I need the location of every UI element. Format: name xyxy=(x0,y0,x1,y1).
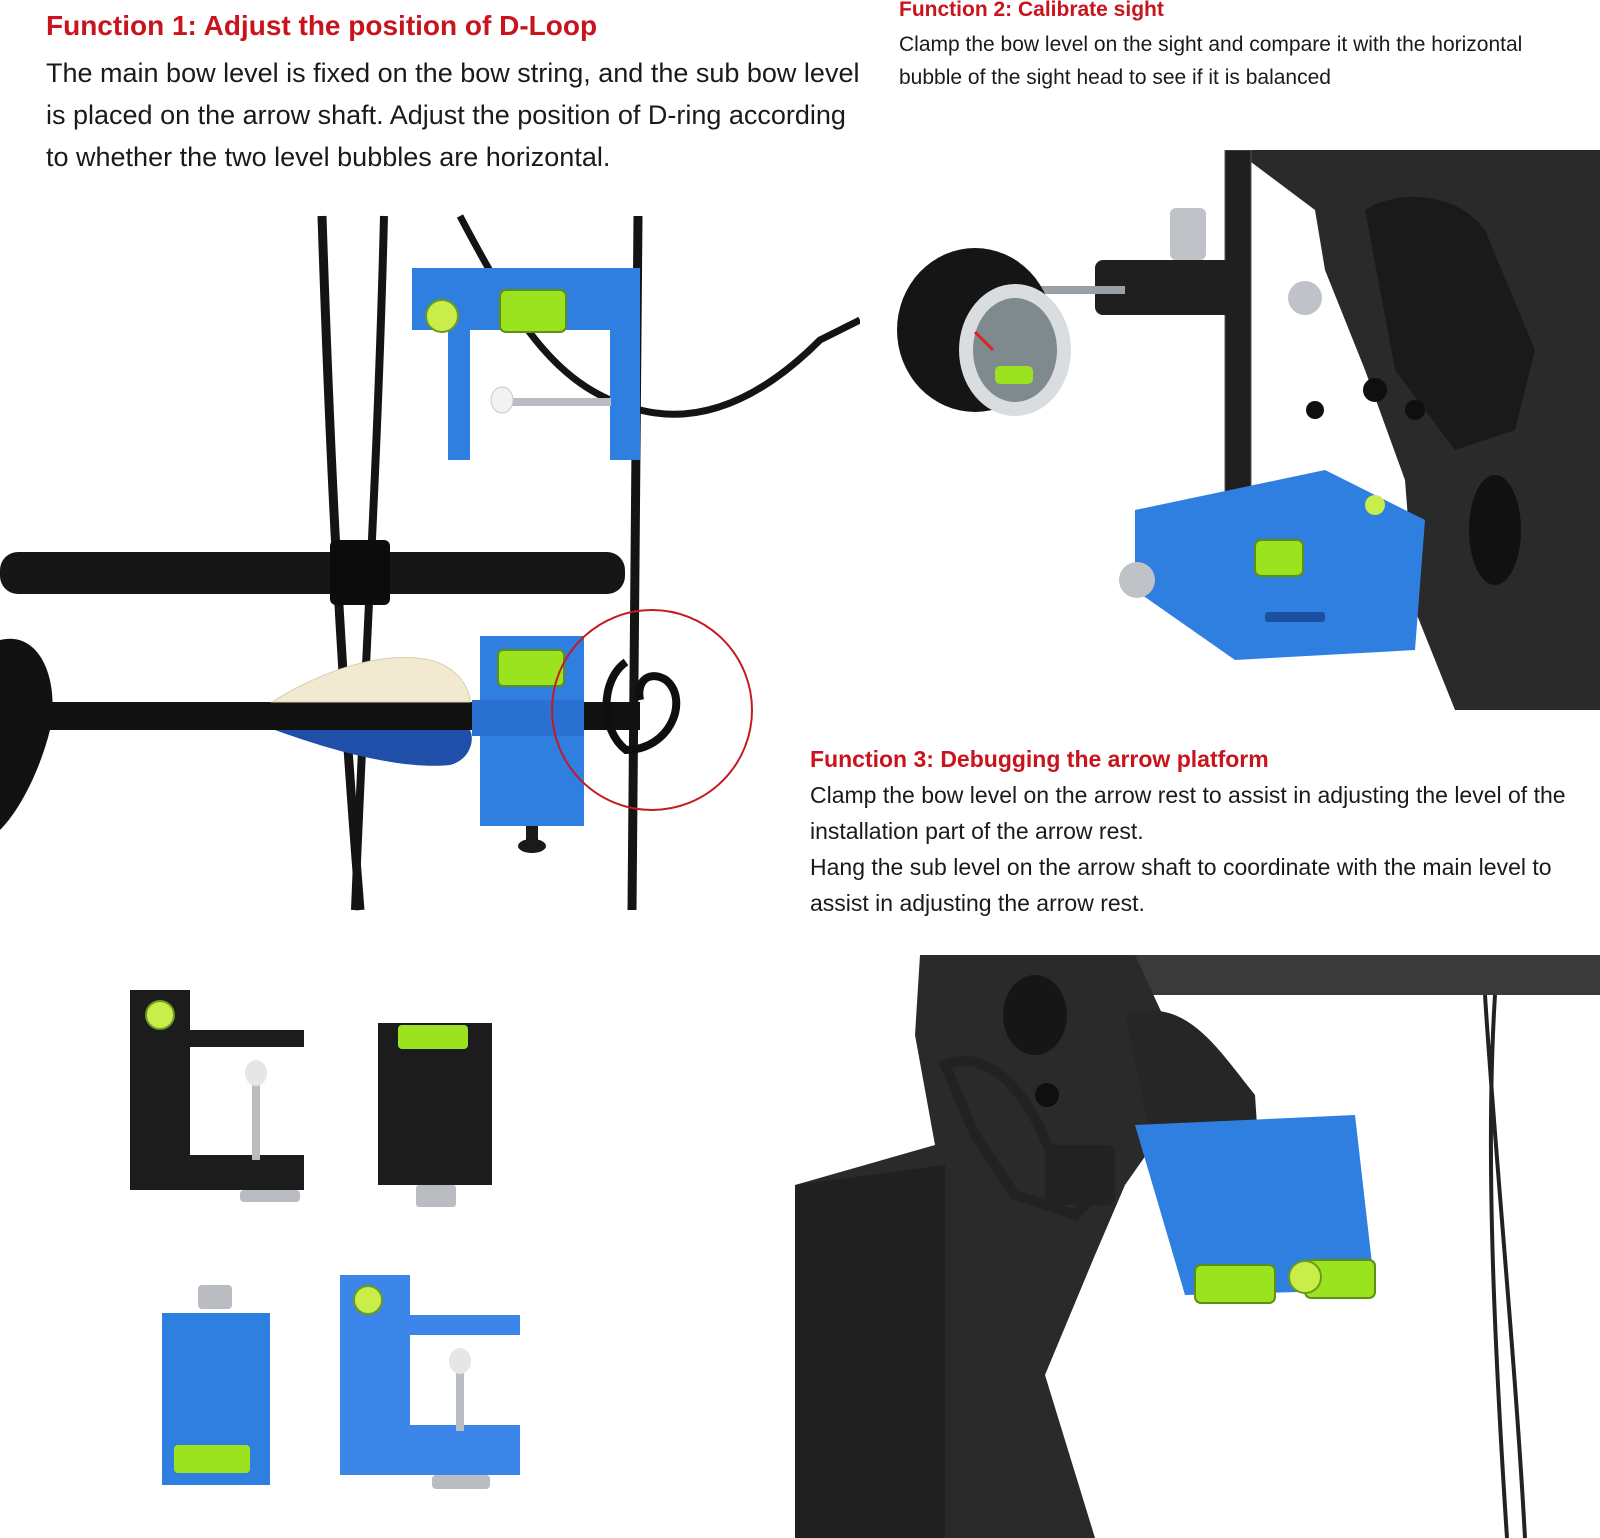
function3-description-line1: Clamp the bow level on the arrow rest to… xyxy=(810,782,1566,844)
arrow-rest-bow-level xyxy=(1135,1115,1376,1304)
blue-sub-level xyxy=(162,1285,270,1485)
function1-title: Function 1: Adjust the position of D-Loo… xyxy=(46,10,598,41)
level-products-photo xyxy=(130,990,520,1489)
main-bow-level xyxy=(412,268,640,460)
black-main-level xyxy=(130,990,304,1202)
arrow-rest-photo xyxy=(795,955,1600,1538)
d-loop xyxy=(602,658,681,755)
main-level-tube-bubble xyxy=(499,289,567,333)
function3-description-line2: Hang the sub level on the arrow shaft to… xyxy=(810,854,1552,916)
stabilizer-rod xyxy=(1105,955,1600,995)
function2-title: Function 2: Calibrate sight xyxy=(899,0,1164,21)
d-loop-highlight-circle xyxy=(551,609,753,811)
function3-title: Function 3: Debugging the arrow platform xyxy=(810,746,1269,772)
sub-bow-level xyxy=(472,636,584,853)
sight-arm xyxy=(1095,260,1235,315)
bow-grip xyxy=(795,1165,945,1538)
riser-edge xyxy=(0,638,53,830)
bow-string-d-loop-photo xyxy=(0,214,860,911)
bow-string-lines xyxy=(1483,994,1527,1538)
function1-description: The main bow level is fixed on the bow s… xyxy=(46,58,860,172)
function3-description: Clamp the bow level on the arrow rest to… xyxy=(810,777,1590,921)
blue-main-level xyxy=(340,1275,520,1489)
sight-head xyxy=(897,248,1071,416)
arrow-vane-cream xyxy=(270,657,471,703)
arrow-vane-blue xyxy=(275,730,472,766)
sight-bow-level xyxy=(1119,470,1425,660)
black-sub-level xyxy=(378,1023,492,1207)
sight-calibration-photo xyxy=(897,150,1600,710)
main-level-round-bubble xyxy=(425,299,459,333)
function2-description: Clamp the bow level on the sight and com… xyxy=(899,33,1523,89)
bow-limb-bar xyxy=(0,552,625,594)
